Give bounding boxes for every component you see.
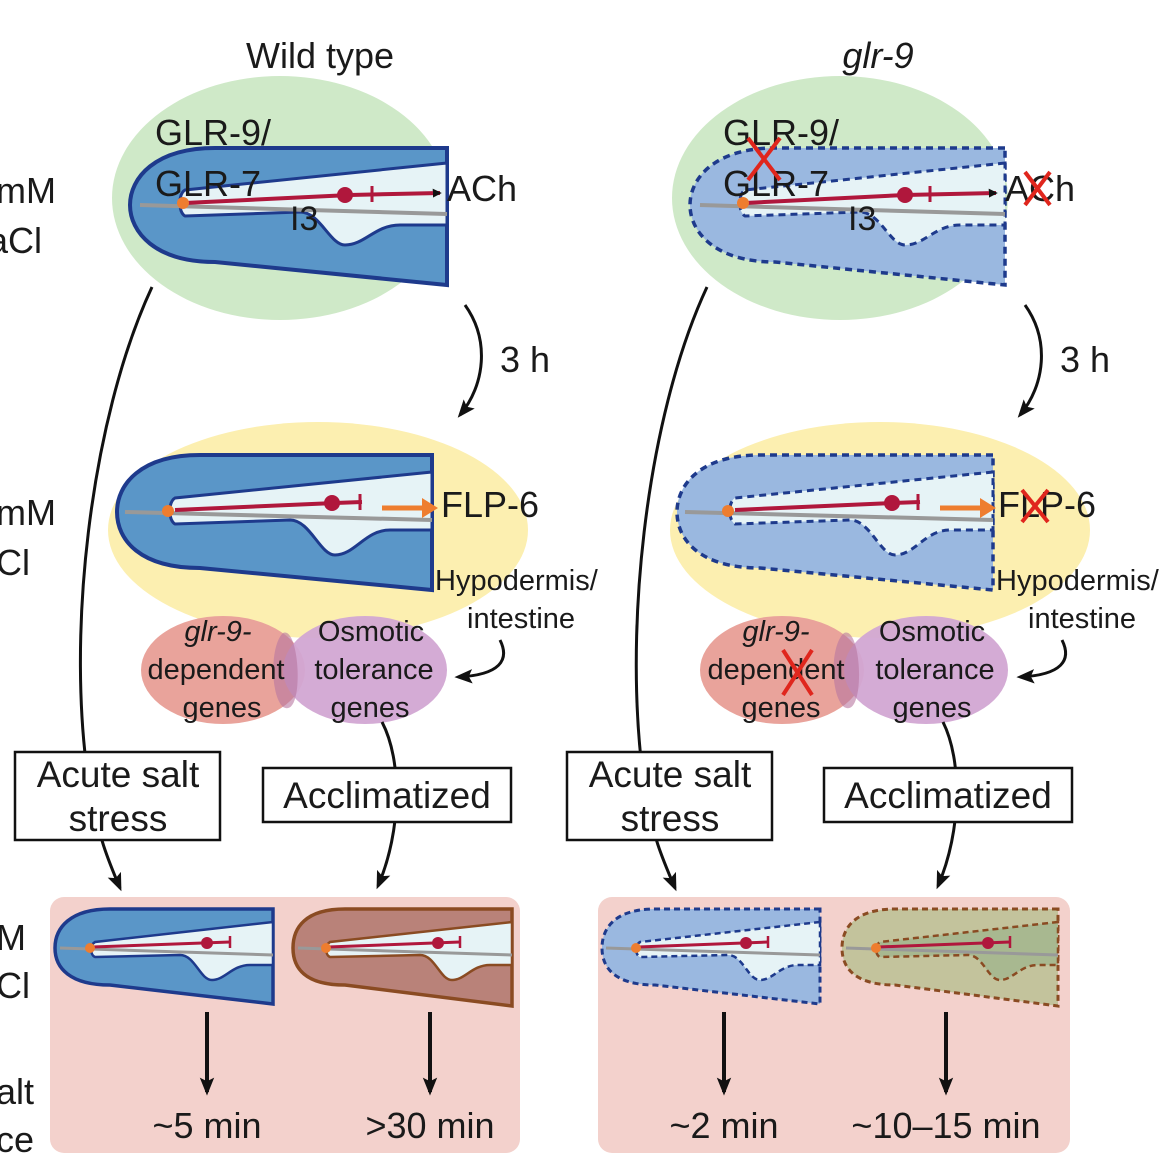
- worm-head-mut-middle: [675, 453, 996, 592]
- tissue-label-line1-mutant: Hypodermis/: [996, 565, 1160, 597]
- receptor-dot: [177, 197, 189, 209]
- tissue-label-line1: Hypodermis/: [435, 565, 599, 597]
- genes-a-line1: glr-9-: [184, 616, 251, 648]
- tissue-label-line2: intestine: [467, 603, 575, 635]
- genes-b-line3: genes: [330, 692, 409, 724]
- edge-label-row2b: Cl: [0, 542, 30, 583]
- acute-box-line1-mutant: Acute salt: [589, 754, 752, 795]
- tissue-to-genes-arrow: [454, 639, 506, 684]
- neuron-label: I3: [290, 200, 318, 238]
- mutant-column: glr-9 GLR-9/ GLR-7 I3 ACh 3 h: [565, 35, 1160, 1153]
- worm-head-wt-acclimatized: [291, 907, 514, 1008]
- acclimatized-box: [261, 766, 513, 824]
- genes-b-line2-mutant: tolerance: [875, 654, 994, 686]
- glr9-genes-ellipse: [141, 616, 305, 724]
- genes-b-line1: Osmotic: [318, 616, 424, 648]
- cross-ach-icon: [1023, 170, 1052, 207]
- tissue-to-genes-arrow-mutant: [1016, 639, 1068, 684]
- tissue-label-line2-mutant: intestine: [1028, 603, 1136, 635]
- worm-head-mut-acclimatized: [840, 907, 1060, 1008]
- acclimatized-box-mutant: [822, 766, 1074, 824]
- wild-type-column: Wild type GLR-9/ GLR-7 I3 ACh 3 h: [13, 35, 599, 1153]
- pharynx-axis: [139, 203, 448, 216]
- acute-box-line2: stress: [69, 798, 168, 839]
- worm-head-mut-acute: [600, 907, 822, 1006]
- edge-label-row3b: Cl: [0, 965, 30, 1006]
- worm-head-wt-middle: [114, 453, 438, 593]
- receptor-label-line1-mutant: GLR-9/: [723, 112, 839, 153]
- output2-label: FLP-6: [441, 484, 539, 525]
- acute-stress-box: [13, 750, 222, 842]
- receptor-label-line2-mutant: GLR-7: [723, 163, 829, 204]
- edge-label-row4b: ce: [0, 1119, 34, 1160]
- acclimatized-survival-time-mutant: ~10–15 min: [851, 1105, 1040, 1146]
- genes-b-line1-mutant: Osmotic: [879, 616, 985, 648]
- i3-neuron-soma: [337, 187, 353, 203]
- acute-stress-box-mutant: [565, 750, 774, 842]
- genes-a-line2-mutant: dependent: [707, 654, 844, 686]
- acclimatized-survival-time: >30 min: [365, 1105, 494, 1146]
- glr9-genes-ellipse-mutant: [700, 616, 864, 724]
- edge-label-row1b: aCl: [0, 220, 42, 261]
- receptor-label-line1: GLR-9/: [155, 112, 271, 153]
- time-step-label-mutant: 3 h: [1060, 339, 1110, 380]
- acute-survival-time: ~5 min: [152, 1105, 261, 1146]
- time-step-arrow-mutant: [1017, 304, 1043, 418]
- acute-pathway-arrow: [78, 286, 154, 892]
- osmotic-genes-ellipse: [283, 616, 447, 724]
- worm-head-wt-acute: [53, 907, 275, 1006]
- genes-b-line3-mutant: genes: [892, 692, 971, 724]
- time-step-label: 3 h: [500, 339, 550, 380]
- edge-label-row1a: mM: [0, 170, 56, 211]
- cross-receptor-icon: [746, 136, 782, 182]
- edge-label-row4a: alt: [0, 1071, 34, 1112]
- receptor-label-line2: GLR-7: [155, 163, 261, 204]
- genes-overlap: [273, 632, 298, 709]
- osmotic-genes-ellipse-mutant: [844, 616, 1008, 724]
- genes-a-line3-mutant: genes: [741, 692, 820, 724]
- output1-label: ACh: [447, 168, 517, 209]
- wild-type-title: Wild type: [246, 35, 394, 76]
- acute-box-line2-mutant: stress: [621, 798, 720, 839]
- output1-label-mutant: ACh: [1005, 168, 1075, 209]
- genes-a-line1-mutant: glr-9-: [742, 616, 809, 648]
- cross-flp6-icon: [1020, 488, 1050, 524]
- worm-head-wt-top: [127, 146, 449, 288]
- genes-b-line2: tolerance: [314, 654, 433, 686]
- neuron-label-mutant: I3: [848, 200, 876, 238]
- mutant-title: glr-9: [842, 35, 913, 76]
- edge-label-row2a: mM: [0, 492, 56, 533]
- worm-head-mut-top: [688, 146, 1007, 287]
- left-edge-labels: mM aCl mM Cl M Cl alt ce: [0, 170, 56, 1160]
- acute-pathway-arrow-mutant: [634, 286, 709, 892]
- genes-a-line2: dependent: [147, 654, 284, 686]
- acclimatized-box-label-mutant: Acclimatized: [844, 775, 1052, 816]
- acute-box-line1: Acute salt: [37, 754, 200, 795]
- time-step-arrow: [457, 304, 483, 418]
- acute-survival-time-mutant: ~2 min: [669, 1105, 778, 1146]
- acclimatized-box-label: Acclimatized: [283, 775, 491, 816]
- cross-genes-icon: [781, 648, 814, 697]
- genes-a-line3: genes: [182, 692, 261, 724]
- edge-label-row3a: M: [0, 917, 26, 958]
